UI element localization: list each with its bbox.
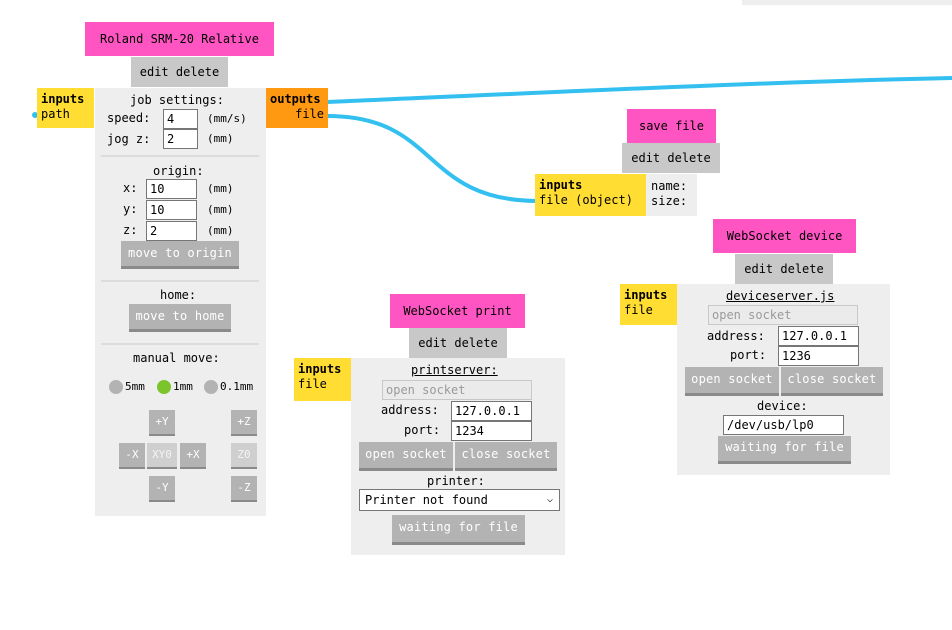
save-file-inputs[interactable]: inputs file (object) <box>535 174 646 216</box>
speed-unit: (mm/s) <box>207 112 247 125</box>
roland-panel: job settings: speed: 4 (mm/s) jog z: 2 (… <box>95 88 266 516</box>
origin-y-unit: (mm) <box>207 203 234 216</box>
roland-edit-delete[interactable]: edit delete <box>131 57 228 87</box>
move-to-origin-button[interactable]: move to origin <box>121 241 239 269</box>
device-label: device: <box>757 399 808 413</box>
print-port-label: port: <box>404 423 441 437</box>
inputs-header: inputs <box>41 92 85 106</box>
ws-print-title[interactable]: WebSocket print <box>390 294 525 328</box>
save-file-edit-delete[interactable]: edit delete <box>622 143 720 173</box>
origin-y-label: y: <box>123 202 138 216</box>
jog-minus-x-button[interactable]: -X <box>119 443 145 469</box>
print-open-socket-button[interactable]: open socket <box>359 442 453 471</box>
speed-input[interactable]: 4 <box>163 109 198 129</box>
wire-to-save-file <box>326 114 538 203</box>
step-1mm-label: 1mm <box>173 380 193 393</box>
jog-z0-button[interactable]: Z0 <box>231 443 257 469</box>
origin-y-input[interactable]: 10 <box>146 200 197 220</box>
input-port-file[interactable]: file <box>624 303 653 317</box>
device-close-socket-button[interactable]: close socket <box>781 367 883 396</box>
input-port-file-object[interactable]: file (object) <box>539 193 633 207</box>
printer-selected-value: Printer not found <box>365 493 488 507</box>
divider <box>101 155 259 157</box>
ws-device-panel: deviceserver.js open socket address: 127… <box>677 284 890 475</box>
origin-z-label: z: <box>123 223 138 237</box>
jog-minus-y-button[interactable]: -Y <box>149 476 175 502</box>
print-port-input[interactable]: 1234 <box>451 421 532 441</box>
device-port-label: port: <box>730 348 767 362</box>
print-socket-status: open socket <box>382 380 532 400</box>
device-socket-status: open socket <box>708 305 858 325</box>
step-1mm-radio[interactable] <box>157 380 171 394</box>
ws-print-inputs[interactable]: inputs file <box>294 358 351 401</box>
origin-x-input[interactable]: 10 <box>146 179 197 199</box>
inputs-header: inputs <box>624 288 668 302</box>
step-5mm-radio[interactable] <box>109 380 123 394</box>
move-to-home-button[interactable]: move to home <box>129 304 231 332</box>
print-address-input[interactable]: 127.0.0.1 <box>451 401 532 421</box>
job-settings-label: job settings: <box>130 93 224 107</box>
jog-z-label: jog z: <box>107 132 151 146</box>
save-file-panel: name: size: <box>646 174 697 216</box>
inputs-header: inputs <box>539 178 583 192</box>
origin-x-unit: (mm) <box>207 182 234 195</box>
origin-z-unit: (mm) <box>207 224 234 237</box>
roland-outputs[interactable]: outputs file <box>266 88 328 128</box>
printserver-label: printserver: <box>411 363 498 377</box>
inputs-header: inputs <box>298 362 342 376</box>
origin-label: origin: <box>153 164 204 178</box>
ws-print-panel: printserver: open socket address: 127.0.… <box>351 358 565 555</box>
input-port-file[interactable]: file <box>298 377 327 391</box>
device-address-label: address: <box>707 329 765 343</box>
step-0.1mm-radio[interactable] <box>204 380 218 394</box>
printer-label: printer: <box>427 474 485 488</box>
print-close-socket-button[interactable]: close socket <box>455 442 557 471</box>
wire-endpoint <box>32 112 38 118</box>
printer-select[interactable]: Printer not found ⌵ <box>359 489 560 511</box>
output-port-file[interactable]: file <box>295 107 324 121</box>
roland-inputs[interactable]: inputs path <box>37 88 94 128</box>
ws-device-edit-delete[interactable]: edit delete <box>735 254 833 284</box>
ws-device-inputs[interactable]: inputs file <box>620 284 677 325</box>
outputs-header: outputs <box>270 92 321 106</box>
jog-z-unit: (mm) <box>207 132 234 145</box>
origin-x-label: x: <box>123 181 138 195</box>
divider <box>101 343 259 345</box>
divider <box>101 280 259 282</box>
device-address-input[interactable]: 127.0.0.1 <box>778 326 859 346</box>
jog-plus-x-button[interactable]: +X <box>180 443 206 469</box>
jog-xy0-button[interactable]: XY0 <box>147 443 177 469</box>
ws-print-edit-delete[interactable]: edit delete <box>409 328 507 358</box>
step-0.1mm-label: 0.1mm <box>220 380 254 393</box>
device-port-input[interactable]: 1236 <box>778 346 859 366</box>
offscreen-module-edge <box>742 0 952 5</box>
origin-z-input[interactable]: 2 <box>146 221 197 241</box>
save-name-label: name: <box>651 179 688 193</box>
home-label: home: <box>160 288 197 302</box>
roland-title[interactable]: Roland SRM-20 Relative <box>85 22 274 56</box>
device-waiting-button[interactable]: waiting for file <box>718 436 851 464</box>
input-port-path[interactable]: path <box>41 107 70 121</box>
device-open-socket-button[interactable]: open socket <box>685 367 779 396</box>
manual-move-label: manual move: <box>133 351 220 365</box>
ws-device-title[interactable]: WebSocket device <box>713 219 856 253</box>
chevron-down-icon: ⌵ <box>546 494 553 505</box>
print-address-label: address: <box>381 403 439 417</box>
jog-minus-z-button[interactable]: -Z <box>231 476 257 502</box>
print-waiting-button[interactable]: waiting for file <box>392 515 525 545</box>
step-5mm-label: 5mm <box>125 380 145 393</box>
device-path-input[interactable]: /dev/usb/lp0 <box>723 415 844 435</box>
save-file-title[interactable]: save file <box>627 109 716 143</box>
jog-z-input[interactable]: 2 <box>163 129 198 149</box>
speed-label: speed: <box>107 111 151 125</box>
jog-plus-y-button[interactable]: +Y <box>149 410 175 436</box>
save-size-label: size: <box>651 194 688 208</box>
jog-plus-z-button[interactable]: +Z <box>231 410 257 436</box>
wire-to-offscreen <box>326 76 952 104</box>
deviceserver-label: deviceserver.js <box>726 289 835 303</box>
